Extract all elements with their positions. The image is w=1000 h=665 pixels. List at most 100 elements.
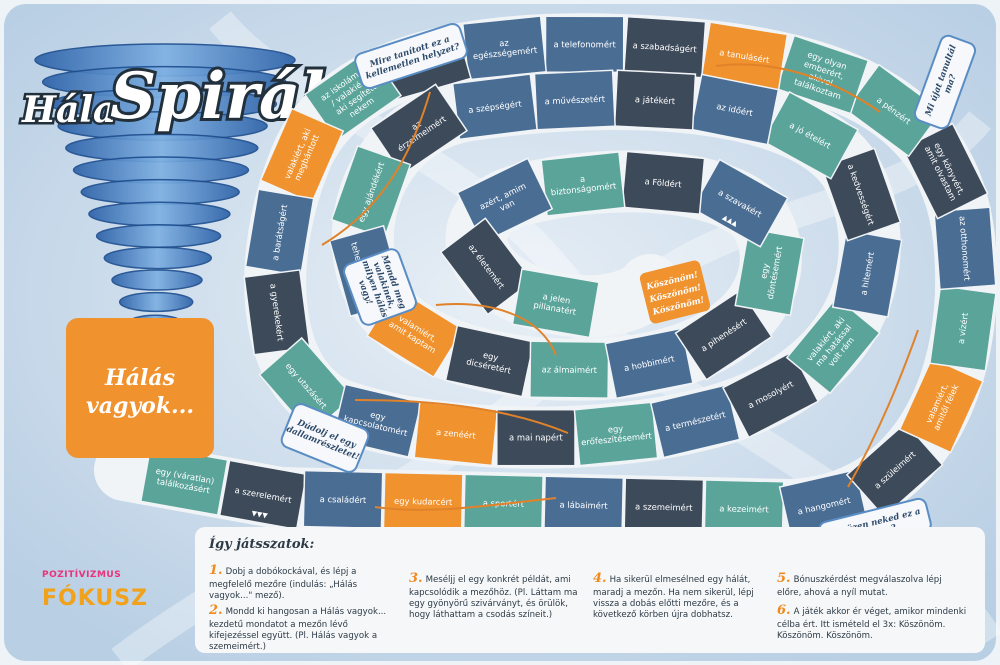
board-tile[interactable]: a művészetért [533, 69, 616, 131]
board-tile[interactable]: azérzelmeimért [369, 83, 469, 176]
callout-bubble: Mondd megvalakinek,milyen hálásvagy! [343, 248, 417, 326]
tile-label: a szemeimért [635, 501, 693, 512]
board-tile[interactable]: a kezeimért [703, 479, 785, 539]
board-tile[interactable]: az álmaimért [529, 340, 610, 399]
tile-label: a telefonomért [553, 39, 616, 49]
rule-2-number: 2. [209, 603, 223, 618]
rule-5: 5.Bónuszkérdést megválaszolva lépj előre… [777, 571, 967, 599]
arrow-5 [354, 399, 569, 434]
board-tile[interactable]: egy utazásért [258, 336, 355, 435]
rule-4-text: Ha sikerül elmesélned egy hálát, maradj … [593, 575, 754, 621]
board-tile[interactable]: a szabadságért [623, 15, 707, 79]
board-tile[interactable]: a jelenpillanatért [511, 268, 600, 339]
rule-4-number: 4. [593, 571, 607, 586]
board-tile[interactable]: a mosolyért [721, 350, 820, 439]
rule-6-number: 6. [777, 603, 791, 618]
tile-label: a kezeimért [719, 503, 769, 514]
tile-label: a zenéért [436, 427, 477, 441]
board-tile[interactable]: a jó ételért [761, 90, 859, 180]
board-tile[interactable]: a barátságért [244, 188, 315, 277]
tile-marker-icon: ▼▼▼ [251, 509, 269, 520]
arrow-1 [321, 91, 431, 246]
board-tile[interactable]: valakiért, akima hatássalvolt rám [785, 296, 881, 395]
board-tile[interactable]: a hobbimért [604, 327, 694, 400]
board-tile[interactable]: a kedvességért [820, 147, 902, 242]
board-tile[interactable]: egy könyvért,amit olvastam [901, 122, 989, 220]
tile-label: a lábaimért [559, 500, 608, 511]
board-tile[interactable]: a szavakért▲▲▲ [691, 158, 789, 248]
tornado-illustration [34, 43, 296, 334]
board-tile[interactable]: a tanulásért [700, 21, 789, 91]
board-tile[interactable]: egy olyanemberért,akiveltalálkoztam [775, 34, 870, 115]
board-tile[interactable]: a természetért [649, 383, 741, 459]
rule-5-number: 5. [777, 571, 791, 586]
rule-3-number: 3. [409, 571, 423, 586]
tile-label: egy kudarcért [394, 496, 453, 507]
rules-title: Így játsszatok: [209, 537, 315, 552]
board-tile[interactable]: egydöntésemért [734, 227, 805, 317]
start-tile[interactable]: Hálás vagyok... [66, 318, 214, 458]
tile-label: a művészetért [544, 94, 606, 107]
board-tile[interactable]: azegészségemért [461, 15, 548, 81]
logo-small-text: POZITÍVIZMUS [42, 570, 122, 580]
board-tile[interactable]: egydicséretért [444, 324, 535, 398]
rule-2-text: Mondd ki hangosan a Hálás vagyok... kezd… [209, 607, 387, 653]
board-tile[interactable]: a lábaimért [543, 475, 625, 535]
board-tile[interactable]: valamiért,amit kaptam [366, 287, 465, 379]
board-tile[interactable]: a játékért [613, 69, 697, 131]
finish-tile[interactable]: Köszönöm! Köszönöm! Köszönöm! [639, 259, 712, 324]
board-tile[interactable]: az otthonomért [933, 206, 997, 291]
start-text-1: Hálás [104, 365, 175, 391]
tile-label: a vízért [956, 311, 970, 344]
board-tile[interactable]: a gyerekekért [243, 269, 311, 356]
tile-label: az álmaimért [542, 364, 598, 375]
rules-panel: Így játsszatok: 1.Dobj a dobókockával, é… [195, 527, 985, 653]
callout-bubble: Dúdolj el egydallamrészletet! [280, 403, 370, 473]
rule-2: 2.Mondd ki hangosan a Hálás vagyok... ke… [209, 603, 394, 653]
board-tile[interactable]: a pihenésért [674, 288, 773, 381]
arrow-6 [435, 303, 557, 356]
title-part1: Hála [21, 89, 116, 131]
rule-1-text: Dobj a dobókockával, és lépj a megfelelő… [209, 567, 358, 602]
arrow-4 [374, 497, 557, 511]
board-tile[interactable]: egy kudarcért [382, 471, 464, 532]
rule-5-text: Bónuszkérdést megválaszolva lépj előre, … [777, 575, 942, 598]
board-tile[interactable]: egyerőfeszítésemért [573, 401, 659, 467]
board-tile[interactable]: az életemért [439, 217, 534, 316]
callout-bubble: Mi újat tanultálma? [913, 34, 977, 130]
board-tile[interactable]: egy ajándékért [330, 144, 412, 240]
brand-logo: POZITÍVIZMUS FÓKUSZ [42, 570, 162, 611]
board-tile[interactable]: abiztonságomért [540, 151, 626, 217]
rule-1-number: 1. [209, 563, 223, 578]
board-tile[interactable]: a hitemért [831, 229, 903, 318]
board-tile[interactable]: az időért [689, 73, 780, 146]
board-tile[interactable]: a szépségért [451, 73, 538, 141]
rule-6: 6.A játék akkor ér véget, amikor mindenk… [777, 603, 967, 642]
board-tile[interactable]: a szerelemért▼▼▼ [218, 459, 308, 531]
rule-3: 3.Meséljj el egy konkrét példát, ami kap… [409, 571, 579, 621]
rule-1: 1.Dobj a dobókockával, és lépj a megfele… [209, 563, 394, 602]
logo-big-text: FÓKUSZ [42, 586, 149, 611]
board-tile[interactable]: a szüleimért [845, 421, 944, 518]
board-tile[interactable]: a Földért [620, 150, 706, 215]
board-tile[interactable]: a zenéért [413, 401, 499, 467]
board-tile[interactable]: valamiért,amitől félek [898, 357, 984, 454]
tile-label: a mai napért [509, 433, 563, 443]
board-tile[interactable]: a családért [302, 469, 384, 530]
bonus-arrows [321, 63, 919, 511]
tile-label: az otthonomért [957, 216, 972, 282]
board-tile[interactable]: a mai napért [496, 408, 576, 467]
start-text-2: vagyok... [86, 393, 194, 419]
tile-label: a szabadságért [632, 40, 697, 54]
board-tile[interactable]: valakiért, akimegbántott [259, 107, 345, 204]
tile-label: a családért [320, 494, 367, 505]
tile-label: a játékért [635, 94, 676, 106]
board-tile[interactable]: a vízért [929, 284, 997, 372]
rule-6-text: A játék akkor ér véget, amikor mindenki … [777, 607, 967, 642]
rule-3-text: Meséljj el egy konkrét példát, ami kapcs… [409, 575, 578, 621]
arrow-2 [715, 63, 881, 113]
board-tile[interactable]: a szemeimért [623, 477, 705, 537]
board-tile[interactable]: a telefonomért [544, 15, 625, 74]
board-tile[interactable]: a pénzért [844, 63, 943, 158]
